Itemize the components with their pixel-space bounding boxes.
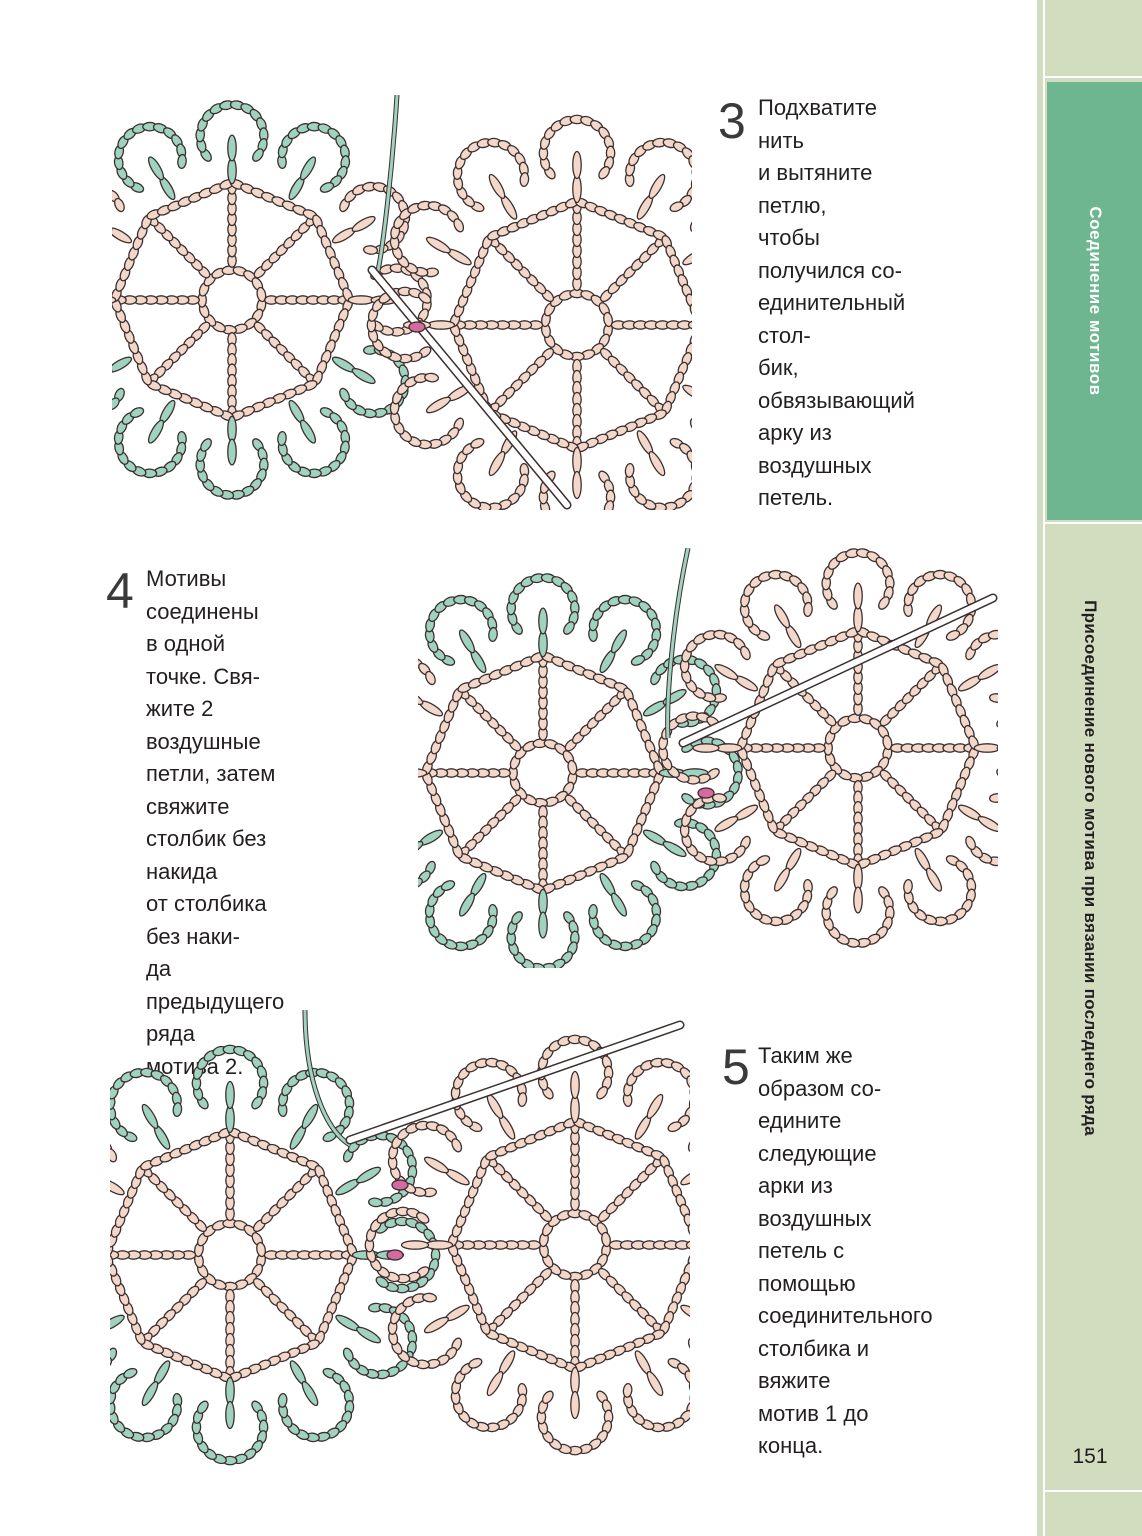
step-number: 5 <box>722 1039 750 1095</box>
step-text: Таким же образом со- едините следующие а… <box>758 1043 933 1458</box>
subsection-label: Присоединение нового мотива при вязании … <box>1081 600 1100 1136</box>
section-tab[interactable]: Соединение мотивов <box>1047 82 1142 520</box>
step-number: 4 <box>106 563 134 619</box>
step-text: Подхватите нить и вытяните петлю, чтобы … <box>758 95 915 510</box>
illustration-step-5 <box>110 1010 690 1490</box>
page-number: 151 <box>1072 1445 1108 1468</box>
step-text: Мотивы соединены в одной точке. Свя- жит… <box>146 566 285 1079</box>
side-divider <box>1045 522 1142 524</box>
side-bottom-rule <box>1045 1490 1142 1492</box>
illustration-step-3 <box>112 95 692 510</box>
section-tab-label: Соединение мотивов <box>1085 206 1105 396</box>
illustration-step-4 <box>418 548 998 968</box>
step-number: 3 <box>718 93 746 149</box>
side-band-top <box>1045 0 1142 78</box>
